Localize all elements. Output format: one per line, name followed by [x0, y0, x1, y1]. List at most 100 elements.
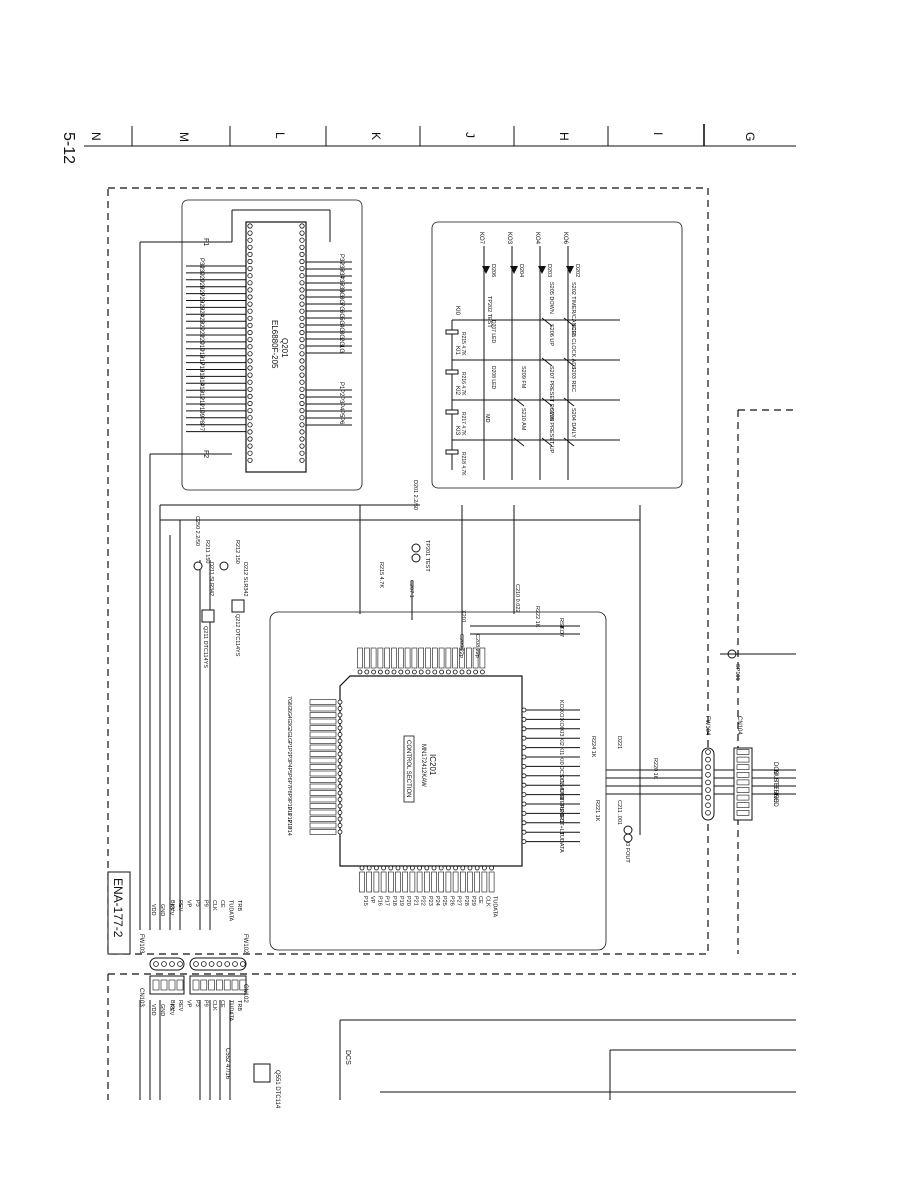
q201-left-pin-label: P8: [198, 417, 204, 425]
ic201-bottom-pin-label: P16: [376, 896, 382, 906]
ic201-left-pin-label: P4: [286, 761, 292, 768]
ic201-part: MN172412KAW: [420, 744, 426, 787]
ic201-top-pin-box: [452, 647, 459, 669]
q201-pin: [247, 379, 253, 385]
ic201-pin: [337, 797, 343, 802]
ic201-pin: [377, 669, 383, 675]
cn103-pin: [168, 979, 176, 991]
ic201-left-pin-label: P9: [286, 794, 292, 801]
cn102-pin: [216, 979, 223, 991]
q201-pin: [299, 329, 305, 336]
switch-contact: [563, 397, 575, 407]
q551-label: Q551 DTC114: [274, 1070, 280, 1109]
comp-r224-label: R224 1K: [590, 736, 596, 758]
grid-letter-N: N: [89, 132, 103, 141]
ic201-top-pin-box: [404, 647, 411, 669]
right-signal-label: DCS: [772, 762, 778, 775]
fw104-label: FW104: [704, 716, 710, 736]
ic201-pin: [521, 707, 527, 713]
ic201-bottom-pin-label: P29: [470, 896, 476, 906]
c552-label: C552 47/16: [224, 1048, 230, 1080]
ic201-pin: [337, 810, 343, 815]
comp-sp101-label: SP101: [734, 664, 740, 681]
ic201-pin: [337, 803, 343, 809]
ic201-left-pin-box: [309, 712, 337, 718]
ic201-pin: [364, 669, 370, 675]
ic201-left-pin-box: [309, 822, 337, 829]
q201-pin: [247, 400, 253, 407]
q201-pin: [299, 258, 305, 265]
q201-pin: [299, 223, 305, 229]
q201-right-pin-label: P36: [338, 282, 344, 293]
diode-label: D202: [574, 264, 580, 277]
ic201-pin: [473, 669, 479, 675]
ic201-left-pin-label: 3G: [286, 722, 292, 729]
q201-pin: [299, 273, 305, 279]
grid-letter-J: J: [463, 132, 477, 138]
fw102-signal-label: BKV: [169, 900, 175, 911]
cn104-pin: [736, 764, 750, 771]
q201-left-pin-label: P22: [198, 320, 204, 331]
ic201-left-pin-box: [309, 803, 337, 809]
q201-pin: [299, 358, 305, 364]
cn103-pin: [152, 979, 160, 991]
fw104-pin: [705, 771, 711, 778]
ic201-pin: [418, 669, 424, 675]
ic201-left-pin-box: [309, 816, 337, 822]
comp-c250-label: C250 2.2/50: [194, 516, 200, 546]
ic201-bottom-pin-label: P18: [391, 896, 397, 906]
resistor-label: R216 4.7K: [460, 372, 466, 396]
fw103-signal-label: REV: [168, 904, 174, 916]
q201-pin: [299, 436, 305, 442]
fw102-pin: [216, 961, 223, 967]
ko-label: KO7: [478, 232, 484, 245]
ic201-bottom-pin-label: P27: [456, 896, 462, 906]
switch-label: S205 DOWN: [548, 282, 554, 314]
ic201-left-pin-box: [309, 757, 337, 764]
ic201-right-pin-label: KO1: [558, 709, 564, 720]
q201-pin: [299, 457, 305, 463]
ic201-pin: [337, 732, 343, 737]
ic201-left-pin-box: [309, 699, 337, 705]
ic201-bottom-pin-label: P22: [420, 896, 426, 906]
ki-label: KI3: [454, 426, 460, 436]
ic201-pin: [521, 820, 527, 826]
comp-q212-label: Q212 DTC114YS: [234, 614, 240, 657]
q201-right-pin-label: P1: [338, 382, 344, 390]
q201-pin: [299, 322, 305, 328]
ic201-bottom-pin-box: [387, 871, 394, 893]
ic201-left-pin-box: [309, 783, 337, 790]
ic201-left-pin-label: P1: [286, 742, 292, 749]
cn102-signal-label: P9: [202, 1000, 208, 1007]
q201-right-pin-label: P2: [338, 389, 344, 397]
fw102-pin: [232, 961, 238, 967]
ic201-pin: [460, 865, 466, 871]
cn104-pin: [736, 809, 750, 816]
ic201-pin: [359, 865, 365, 871]
ic201-left-pin-label: P5: [286, 768, 292, 775]
q201-pin: [299, 315, 305, 321]
ic201-pin: [479, 669, 485, 675]
q201-pin: [299, 407, 305, 414]
ic201-pin: [337, 738, 343, 744]
cn102-signal-label: CLK: [211, 1000, 217, 1011]
comp-c207-label: C207 1: [408, 580, 414, 598]
ic201-pin: [521, 801, 527, 807]
ic201-pin: [337, 719, 343, 724]
comp-d211-label: D211 SLR342: [208, 562, 214, 596]
q201-right-pin-label: 1G: [338, 345, 344, 353]
q201-pin: [299, 379, 305, 385]
ic201-right-pin-label: TR1: [558, 813, 564, 823]
ic201-bottom-pin-box: [467, 871, 473, 893]
fw104-pin: [705, 787, 711, 793]
cn103-signal-label: REV: [168, 1004, 174, 1016]
led-label: D208 LED: [490, 366, 496, 389]
ic201-pin: [445, 669, 451, 675]
q201-pin: [247, 393, 253, 399]
q201-right-pin-label: 2G: [338, 338, 344, 346]
q201-left-pin-label: P28: [198, 279, 204, 290]
ic201-bottom-pin-box: [438, 871, 445, 893]
fw102-signal-label: TUDATA: [228, 900, 234, 922]
ic201-bottom-pin-label: P28: [463, 896, 469, 906]
